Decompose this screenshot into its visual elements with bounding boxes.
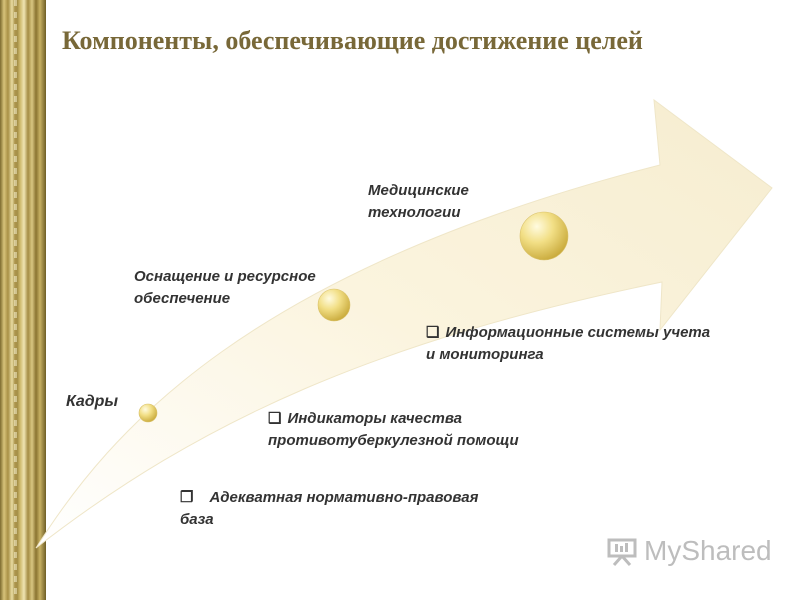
stage-sphere-large: [519, 211, 569, 261]
checkbox-bullet-icon: ❑: [268, 410, 282, 427]
bullet-legal-base: ❒Адекватная нормативно-правовая база: [180, 489, 479, 528]
myshared-watermark: MyShared: [606, 535, 772, 567]
stage-label-equipment: Оснащение и ресурсное обеспечение: [134, 268, 316, 307]
stage-label-staff: Кадры: [66, 393, 119, 410]
presentation-board-icon: [607, 538, 637, 566]
watermark-text: MyShared: [644, 535, 772, 566]
bullet-info-systems: ❑Информационные системы учета и монитори…: [426, 324, 711, 363]
stage-sphere-medium: [317, 288, 351, 322]
checkbox-bullet-icon: ❒: [180, 489, 194, 506]
bullet-quality-indicators: ❑Индикаторы качества противотуберкулезно…: [268, 410, 519, 449]
stage-label-med-tech: Медицинские технологии: [368, 182, 469, 221]
checkbox-bullet-icon: ❑: [426, 324, 440, 341]
slide-title: Компоненты, обеспечивающие достижение це…: [62, 26, 643, 55]
decorative-left-border: [0, 0, 46, 600]
stage-sphere-small: [138, 403, 158, 423]
